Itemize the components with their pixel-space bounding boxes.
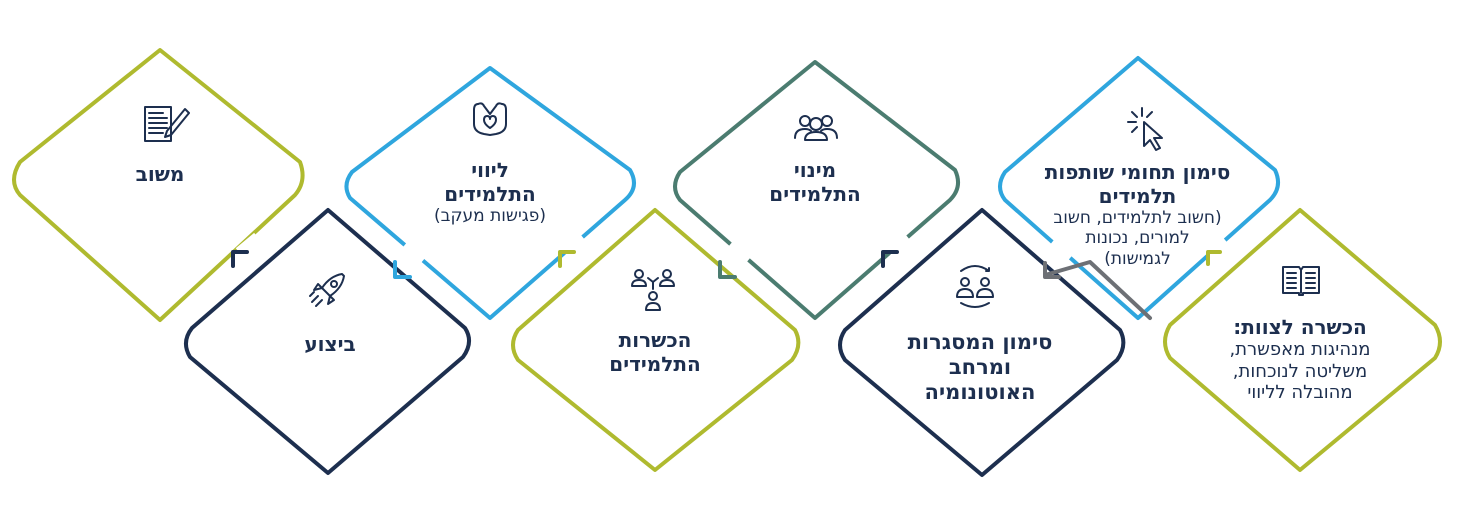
- people-cycle-icon: [956, 265, 994, 308]
- step-diamond-execution: [184, 208, 471, 475]
- step-label-staff-training: הכשרה לצוות: מנהיגות מאפשרת, משליטה לנוכ…: [1185, 315, 1415, 404]
- feedback-form-icon: [144, 106, 190, 142]
- step-diamond-feedback: [12, 48, 305, 322]
- step-subtitle: מנהיגות מאפשרת, משליטה לנוכחות, מהובלה ל…: [1229, 339, 1371, 404]
- group-people-icon: [794, 115, 838, 141]
- rocket-icon: [309, 273, 345, 307]
- arrow-5: [558, 250, 576, 268]
- step-title: הכשרות התלמידים: [609, 328, 701, 376]
- step-diamond-mentoring: [344, 66, 636, 320]
- step-diamond-frameworks: [838, 208, 1126, 477]
- open-book-icon: [1282, 266, 1320, 296]
- step-label-mentoring: ליווי התלמידים (פגישות מעקב): [405, 158, 575, 226]
- step-title: הכשרה לצוות:: [1233, 315, 1367, 339]
- step-label-frameworks: סימון המסגרות ומרחב האוטונומיה: [880, 330, 1080, 406]
- network-people-icon: [631, 269, 675, 311]
- arrow-6: [393, 260, 412, 279]
- step-title: ליווי התלמידים: [444, 158, 536, 206]
- step-title: משוב: [135, 162, 185, 186]
- heart-hands-icon: [473, 102, 507, 136]
- step-label-student-training: הכשרות התלמידים: [575, 328, 735, 376]
- step-diamond-appointment: [673, 60, 961, 320]
- step-title: ביצוע: [304, 332, 356, 356]
- step-label-partnership: סימון תחומי שותפות תלמידים (חשוב לתלמידי…: [1025, 160, 1250, 269]
- cursor-click-icon: [1127, 107, 1163, 151]
- arrow-2: [1043, 261, 1061, 279]
- step-title: מינוי התלמידים: [769, 158, 861, 206]
- arrow-4: [718, 260, 737, 279]
- step-diamond-staff-training: [1163, 208, 1442, 472]
- step-subtitle: (פגישות מעקב): [433, 206, 547, 226]
- step-diamond-training-students: [511, 208, 801, 472]
- step-title: סימון תחומי שותפות תלמידים: [1044, 160, 1231, 208]
- arrow-1: [1206, 250, 1222, 266]
- step-subtitle: (חשוב לתלמידים, חשוב למורים, נכונות לגמי…: [1053, 208, 1222, 269]
- step-label-feedback: משוב: [100, 162, 220, 186]
- arrow-3: [881, 250, 899, 268]
- step-label-appointment: מינוי התלמידים: [735, 158, 895, 206]
- arrow-7: [231, 250, 249, 268]
- step-diamond-partnership: [998, 56, 1281, 320]
- step-label-execution: ביצוע: [270, 332, 390, 356]
- step-title: סימון המסגרות ומרחב האוטונומיה: [907, 330, 1053, 405]
